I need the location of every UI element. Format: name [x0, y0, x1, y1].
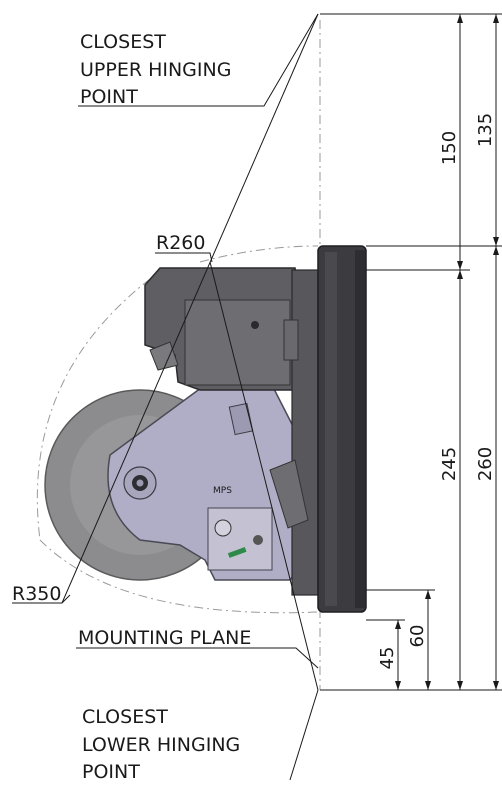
leader-lines: [12, 13, 319, 781]
mounting-plane-label: MOUNTING PLANE: [78, 627, 251, 649]
upper-hinge-line-3: POINT: [80, 86, 138, 108]
r260-label: R260: [156, 232, 205, 254]
dimension-lines: [320, 13, 502, 691]
arrow-150-mid: [457, 261, 463, 270]
r260-arc: [199, 245, 319, 263]
plate-rim: [355, 250, 365, 608]
lower-hinge-leader: [289, 689, 319, 781]
plate-inner-edge: [325, 252, 337, 606]
rail-latch-bottom: [269, 459, 309, 529]
upper-housing: [144, 267, 301, 391]
arrow-245-bottom: [457, 681, 463, 690]
arrow-260-bottom: [493, 681, 499, 690]
upper-hinge-line-2: UPPER HINGING: [80, 59, 231, 81]
arrow-260-top: [493, 246, 499, 255]
lower-hinge-label: CLOSEST LOWER HINGING POINT: [82, 706, 240, 783]
dim-150: 150: [439, 131, 460, 165]
upper-hinge-line-1: CLOSEST: [80, 31, 166, 53]
dim-135: 135: [475, 113, 496, 147]
arrow-135-top: [493, 14, 499, 23]
r350-arc: [36, 278, 151, 541]
hinge-chord: [209, 261, 319, 691]
arrow-150-top: [457, 14, 463, 23]
dim-245: 245: [439, 447, 460, 481]
lower-hinge-line-2: LOWER HINGING: [82, 734, 240, 756]
arrow-60-bottom: [425, 681, 431, 690]
r350-leader: [12, 594, 71, 604]
dim-60: 60: [407, 625, 428, 648]
support-rail: [269, 269, 319, 596]
mounting-plate: [317, 245, 367, 613]
arrow-45-top: [395, 620, 401, 629]
housing-latch: [149, 341, 179, 371]
axle-hub-core: [136, 479, 144, 487]
arrow-45-bottom: [395, 681, 401, 690]
device-label: MPS: [213, 486, 232, 496]
bracket-slot: [228, 402, 254, 436]
r350-label: R350: [12, 583, 61, 605]
rail-body: [291, 269, 319, 596]
control-screw: [253, 535, 263, 545]
arrow-60-top: [425, 590, 431, 599]
upper-hinge-leader: [78, 13, 319, 107]
dim-260: 260: [475, 447, 496, 481]
bracket-plate: MPS: [107, 384, 306, 581]
upper-hinge-ray: [61, 13, 319, 604]
control-knob: [214, 519, 232, 537]
upper-hinge-label: CLOSEST UPPER HINGING POINT: [80, 31, 231, 108]
lower-hinge-line-1: CLOSEST: [82, 706, 168, 728]
r260-leader: [155, 252, 213, 263]
housing-screw: [251, 321, 259, 329]
dim-45: 45: [377, 647, 398, 670]
status-indicator: [227, 547, 247, 558]
lower-hinge-line-3: POINT: [82, 761, 140, 783]
housing-face: [184, 299, 291, 386]
arrow-135-mid: [493, 237, 499, 246]
arrow-245-top: [457, 270, 463, 279]
mounting-plane-leader: [76, 647, 319, 669]
dimension-arrows: [395, 14, 499, 690]
rail-clip-top: [283, 319, 299, 361]
